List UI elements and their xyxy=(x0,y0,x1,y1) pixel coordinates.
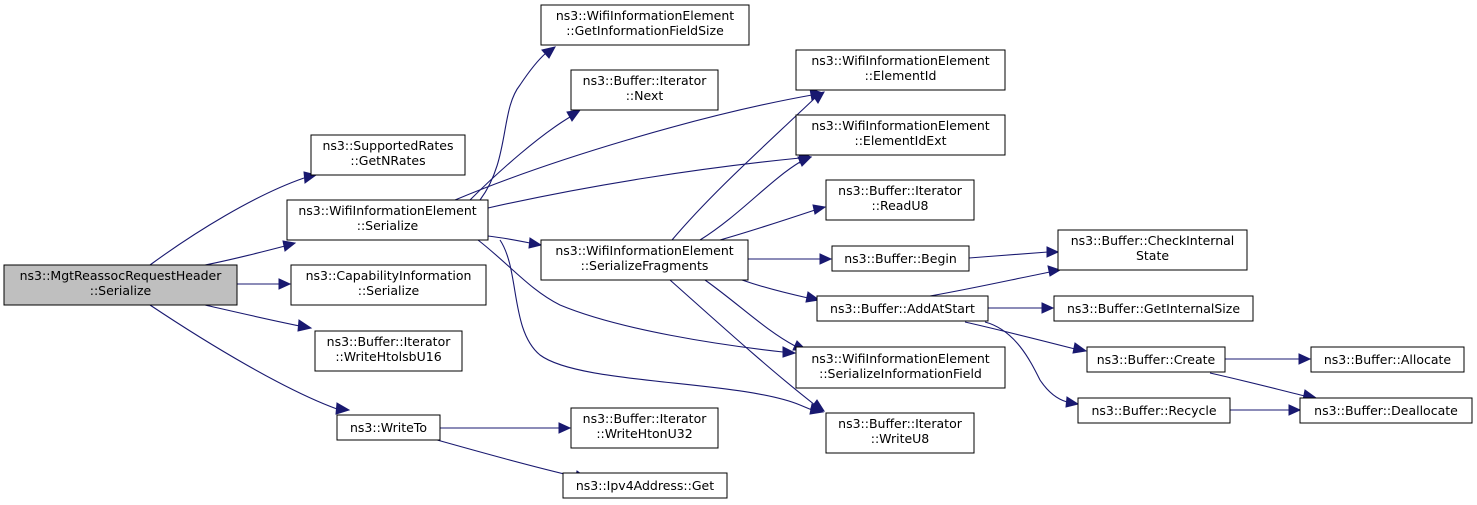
node-label-line1: ns3::Buffer::Create xyxy=(1097,352,1216,367)
node-wifiinformationelement-getinformationfieldsize[interactable]: ns3::WifiInformationElement ::GetInforma… xyxy=(540,4,750,46)
node-label-line1: ns3::SupportedRates xyxy=(322,138,453,153)
node-label-line2: ::ElementIdExt xyxy=(855,133,947,148)
nodes-layer: ns3::MgtReassocRequestHeader ::Serialize… xyxy=(3,4,1473,499)
node-label-line2: ::SerializeFragments xyxy=(581,258,709,273)
node-buffer-allocate[interactable]: ns3::Buffer::Allocate xyxy=(1310,346,1465,373)
node-iterator-writehtonu32[interactable]: ns3::Buffer::Iterator ::WriteHtonU32 xyxy=(570,407,719,449)
node-label-line2: ::SerializeInformationField xyxy=(819,366,982,381)
node-supportedrates-getnrates[interactable]: ns3::SupportedRates ::GetNRates xyxy=(310,134,466,176)
node-iterator-next[interactable]: ns3::Buffer::Iterator ::Next xyxy=(570,69,719,111)
node-label-line2: ::Serialize xyxy=(358,283,420,298)
node-capabilityinformation-serialize[interactable]: ns3::CapabilityInformation ::Serialize xyxy=(290,264,487,306)
node-label-line2: ::Next xyxy=(626,88,664,103)
node-label-line2: ::Serialize xyxy=(90,283,152,298)
node-label-line1: ns3::WifiInformationElement xyxy=(298,203,476,218)
node-label-line1: ns3::WifiInformationElement xyxy=(555,243,733,258)
edge-mgt-to-writeto xyxy=(149,304,351,415)
edge-sf-to-elementid xyxy=(671,91,825,241)
node-label-line2: ::Serialize xyxy=(357,218,419,233)
node-buffer-recycle[interactable]: ns3::Buffer::Recycle xyxy=(1077,397,1231,424)
edge-wie-to-iter-next xyxy=(469,109,582,201)
node-iterator-writehtolsbu16[interactable]: ns3::Buffer::Iterator ::WriteHtolsbU16 xyxy=(314,330,463,372)
edge-addatstart-to-create xyxy=(964,321,1088,354)
edge-create-to-deallocate xyxy=(1209,372,1318,401)
node-label-line2: State xyxy=(1136,248,1169,263)
edge-create-to-allocate xyxy=(1225,353,1312,365)
node-writeto[interactable]: ns3::WriteTo xyxy=(336,414,441,441)
node-label-line2: ::WriteU8 xyxy=(871,431,930,446)
edge-recycle-to-deallocate xyxy=(1230,404,1302,416)
node-buffer-checkinternalstate[interactable]: ns3::Buffer::CheckInternal State xyxy=(1057,229,1248,271)
edge-begin-to-checkinternalstate xyxy=(968,246,1060,259)
edge-addatstart-to-getinternalsize xyxy=(988,302,1055,314)
node-label-line1: ns3::Buffer::Recycle xyxy=(1091,403,1216,418)
node-buffer-create[interactable]: ns3::Buffer::Create xyxy=(1086,346,1226,373)
node-buffer-begin[interactable]: ns3::Buffer::Begin xyxy=(831,245,970,272)
node-label-line1: ns3::Buffer::Deallocate xyxy=(1314,403,1458,418)
edge-sf-to-writeu8 xyxy=(669,279,826,412)
edge-mgt-to-writehtolsbu16 xyxy=(204,304,313,332)
node-buffer-addatstart[interactable]: ns3::Buffer::AddAtStart xyxy=(816,295,989,322)
node-label-line1: ns3::Buffer::CheckInternal xyxy=(1071,233,1235,248)
node-label-line1: ns3::WifiInformationElement xyxy=(811,118,989,133)
node-label-line1: ns3::Buffer::GetInternalSize xyxy=(1067,301,1240,316)
node-label-line1: ns3::Buffer::Iterator xyxy=(838,416,963,431)
node-label-line1: ns3::Buffer::Allocate xyxy=(1324,352,1452,367)
node-mgtreassocrequestheader-serialize[interactable]: ns3::MgtReassocRequestHeader ::Serialize xyxy=(3,264,238,306)
edge-addatstart-to-recycle xyxy=(984,321,1080,408)
node-label-line1: ns3::Buffer::Iterator xyxy=(327,334,452,349)
node-ipv4address-get[interactable]: ns3::Ipv4Address::Get xyxy=(562,472,728,499)
node-buffer-deallocate[interactable]: ns3::Buffer::Deallocate xyxy=(1299,397,1473,424)
edge-sf-to-serializeinfofield xyxy=(704,279,808,351)
node-label-line1: ns3::Buffer::Iterator xyxy=(838,183,963,198)
edge-writeto-to-writehtonu32 xyxy=(440,422,572,434)
node-label-line1: ns3::CapabilityInformation xyxy=(306,268,472,283)
node-label-line1: ns3::WifiInformationElement xyxy=(811,351,989,366)
edge-sf-to-begin xyxy=(748,253,833,265)
node-wifiinformationelement-serializefragments[interactable]: ns3::WifiInformationElement ::SerializeF… xyxy=(540,239,749,281)
node-label-line2: ::ReadU8 xyxy=(872,198,929,213)
node-label-line1: ns3::Buffer::Iterator xyxy=(583,411,708,426)
edge-sf-to-readu8 xyxy=(719,204,827,241)
edge-mgt-to-cap-serialize xyxy=(237,278,292,290)
node-label-line1: ns3::MgtReassocRequestHeader xyxy=(20,268,223,283)
node-label-line1: ns3::Buffer::Begin xyxy=(844,251,957,266)
edge-wie-to-serializefragments xyxy=(487,235,543,249)
edge-wie-to-getinfofieldsize xyxy=(479,46,556,201)
node-wifiinformationelement-serializeinformationfield[interactable]: ns3::WifiInformationElement ::SerializeI… xyxy=(795,346,1006,389)
node-label-line1: ns3::Ipv4Address::Get xyxy=(576,478,714,493)
edge-wie-to-elementidext xyxy=(487,151,813,209)
node-label-line1: ns3::WifiInformationElement xyxy=(556,8,734,23)
edge-mgt-to-wie-serialize xyxy=(204,240,297,266)
node-wifiinformationelement-elementidext[interactable]: ns3::WifiInformationElement ::ElementIdE… xyxy=(795,114,1006,156)
node-label-line2: ::GetInformationFieldSize xyxy=(566,23,724,38)
node-label-line2: ::ElementId xyxy=(865,68,937,83)
node-wifiinformationelement-elementid[interactable]: ns3::WifiInformationElement ::ElementId xyxy=(795,49,1006,91)
node-iterator-writeu8[interactable]: ns3::Buffer::Iterator ::WriteU8 xyxy=(825,412,975,454)
node-label-line1: ns3::Buffer::Iterator xyxy=(583,73,708,88)
edges-layer xyxy=(149,46,1318,482)
node-iterator-readu8[interactable]: ns3::Buffer::Iterator ::ReadU8 xyxy=(825,179,975,221)
node-buffer-getinternalsize[interactable]: ns3::Buffer::GetInternalSize xyxy=(1053,295,1254,322)
node-label-line2: ::WriteHtonU32 xyxy=(596,426,692,441)
edge-sf-to-elementidext xyxy=(699,156,813,241)
edge-sf-to-addatstart xyxy=(741,279,821,303)
edge-addatstart-to-checkinternalstate xyxy=(929,265,1062,297)
node-label-line2: ::GetNRates xyxy=(350,153,425,168)
node-label-line1: ns3::Buffer::AddAtStart xyxy=(830,301,975,316)
node-wifiinformationelement-serialize[interactable]: ns3::WifiInformationElement ::Serialize xyxy=(286,199,489,241)
node-label-line2: ::WriteHtolsbU16 xyxy=(335,349,441,364)
node-label-line1: ns3::WriteTo xyxy=(350,420,427,435)
node-label-line1: ns3::WifiInformationElement xyxy=(811,53,989,68)
